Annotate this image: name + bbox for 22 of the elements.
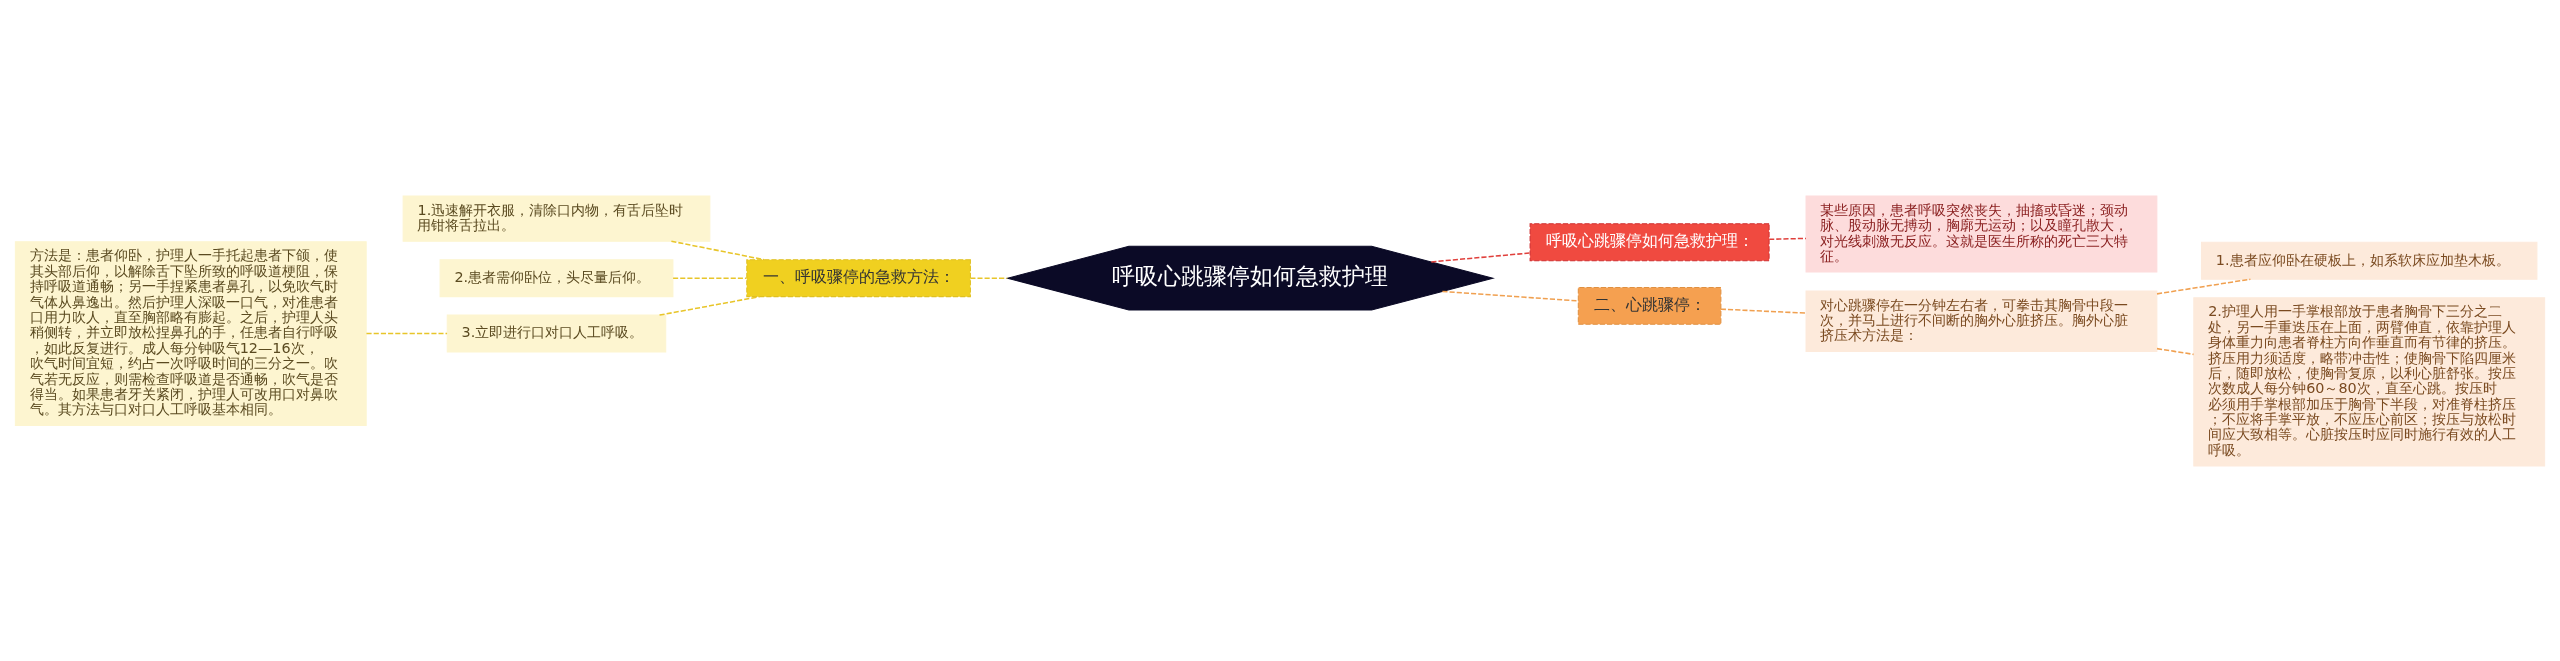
connector: [1430, 251, 1531, 263]
connector: [969, 276, 1008, 279]
connector: [1720, 307, 1807, 314]
node-box: 1.患者应仰卧在硬板上，如系软床应加垫木板。: [2200, 241, 2538, 280]
node-box: 2.患者需仰卧位，头尽量后仰。: [439, 258, 674, 297]
connector: [670, 240, 766, 260]
connector: [1768, 237, 1807, 240]
connector: [1441, 290, 1579, 302]
node-box: 一、呼吸骤停的急救方法：: [746, 258, 971, 297]
node-box: 方法是：患者仰卧，护理人一手托起患者下颌，使其头部后仰，以解除舌下坠所致的呼吸道梗阻，保持呼吸道通畅；另一手捏紧患者鼻孔，以免吹气时气体从鼻逸出。然后护理人深吸一口气，对准患者口用力吹人，直至胸部略有膨起。之后，护理人头稍侧转，并立即放松捏鼻孔的手，任患者自行呼吸，如此反复进行。成人每分钟吸气12—16次，吹气时间宜短，约占一次呼吸时间的三分之一。吹气若无反应，则需检查呼吸道是否通畅，吹气是否得当。如果患者牙关紧闭，护理人可改用口对鼻吹气。其方法与口对口人工呼吸基本相同。: [14, 240, 367, 426]
node-box: 2.护理人用一手掌根部放于患者胸骨下三分之二处，另一手重迭压在上面，两臂伸直，依靠护理人身体重力向患者脊柱方向作垂直而有节律的挤压。挤压用力须适度，略带冲击性；使胸骨下陷四厘米后，随即放松，使胸骨复原，以利心脏舒张。按压次数成人每分钟60～80次，直至心跳。按压时必须用手掌根部加压于胸骨下半段，对准脊柱挤压；不应将手掌平放，不应压心前区；按压与放松时间应大致相等。心脏按压时应同时施行有效的人工呼吸。: [2193, 296, 2546, 466]
node-box: 1.迅速解开衣服，清除口内物，有舌后坠时用钳将舌拉出。: [402, 195, 711, 242]
node-box: 某些原因，患者呼吸突然丧失，抽搐或昏迷；颈动脉、股动脉无搏动，胸廓无运动；以及瞳孔散大，对光线刺激无反应。这就是医生所称的死亡三大特征。: [1805, 195, 2158, 273]
connector: [2156, 277, 2252, 295]
connector: [365, 332, 448, 334]
node-box: 对心跳骤停在一分钟左右者，可拳击其胸骨中段一次，并马上进行不间断的胸外心脏挤压。胸外心脏挤压术方法是：: [1805, 289, 2158, 352]
node-box: 呼吸心跳骤停如何急救护理：: [1529, 222, 1770, 261]
node-box: 二、心跳骤停：: [1577, 286, 1722, 325]
connector: [2156, 347, 2195, 355]
connector: [672, 276, 748, 279]
connector: [658, 295, 761, 316]
node-box: 3.立即进行口对口人工呼吸。: [446, 314, 667, 353]
